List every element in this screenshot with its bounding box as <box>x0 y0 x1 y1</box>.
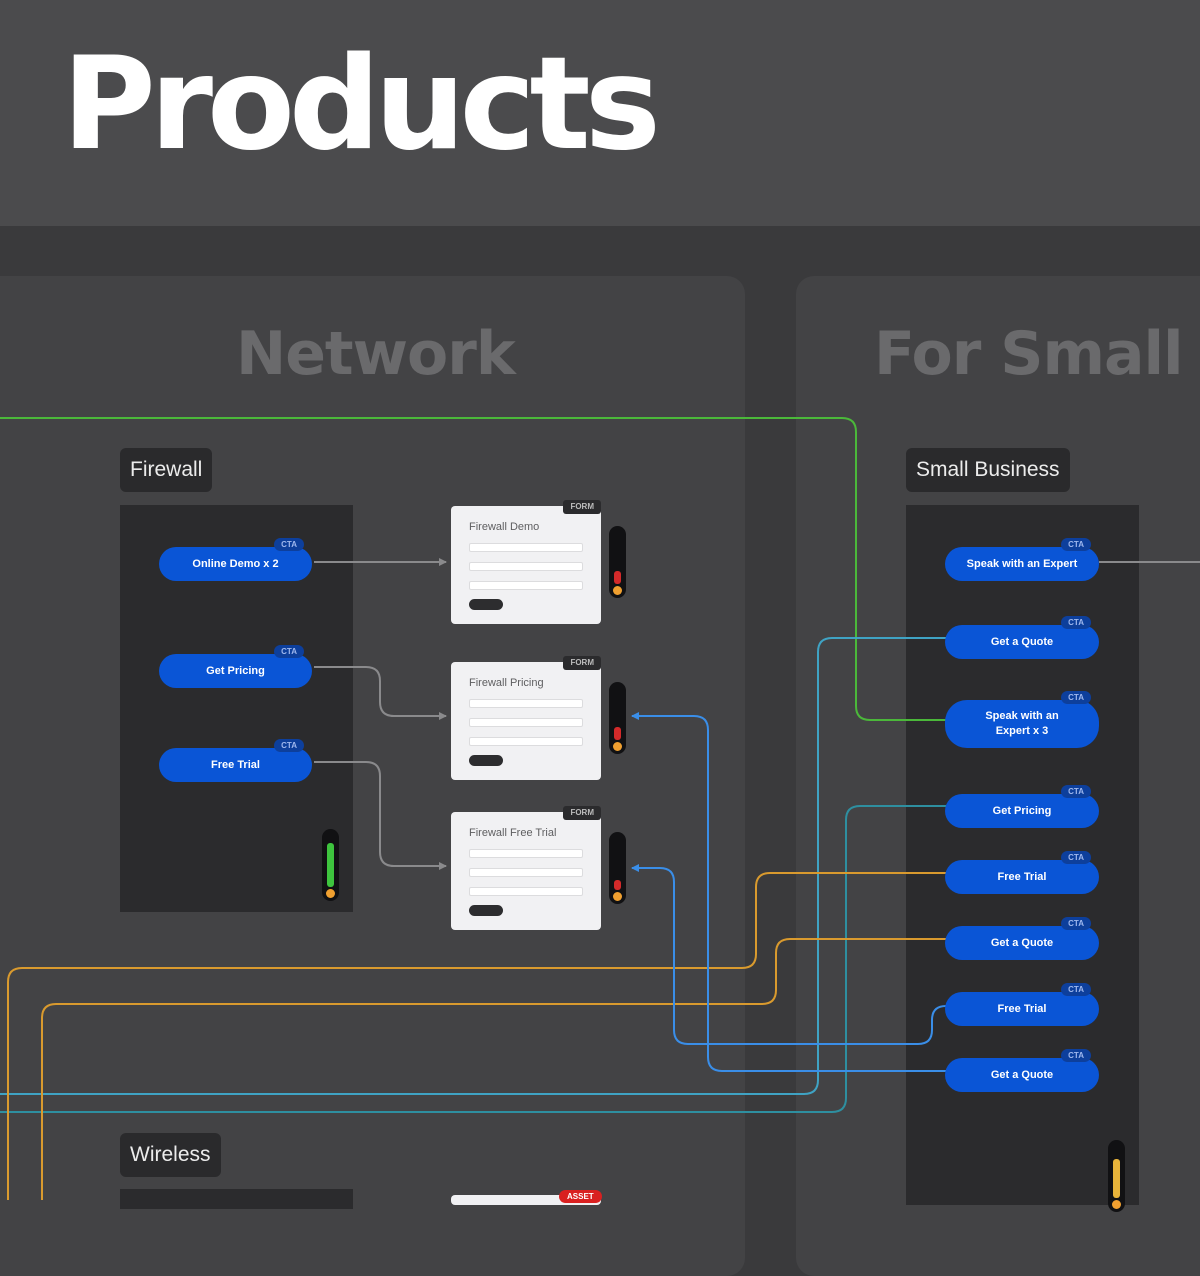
cta-tag: CTA <box>274 538 304 551</box>
section-title-network: Network <box>236 319 516 389</box>
form-title: Firewall Free Trial <box>469 827 557 839</box>
cta-tag: CTA <box>1061 851 1091 864</box>
cta-tag: CTA <box>1061 1049 1091 1062</box>
cta-free-trial[interactable]: Free Trial CTA <box>945 851 1099 894</box>
group-label-small-business: Small Business <box>906 448 1070 492</box>
gauge-fill <box>1113 1159 1120 1198</box>
group-label-wireless: Wireless <box>120 1133 221 1177</box>
connector-orange-inner <box>41 938 946 1200</box>
form-gauge <box>609 682 626 754</box>
cta-get-a-quote[interactable]: Get a Quote CTA <box>945 616 1099 659</box>
form-title: Firewall Pricing <box>469 677 544 689</box>
group-label-firewall: Firewall <box>120 448 213 492</box>
form-field <box>469 699 583 708</box>
cta-label: Free Trial <box>211 758 260 771</box>
gauge-indicator <box>326 889 335 898</box>
form-field <box>469 581 583 590</box>
cta-tag: CTA <box>1061 785 1091 798</box>
cta-label: Get a Quote <box>990 1068 1054 1081</box>
cta-tag: CTA <box>274 645 304 658</box>
cta-get-a-quote[interactable]: Get a Quote CTA <box>945 1049 1099 1092</box>
form-field <box>469 543 583 552</box>
cta-speak-with-expert[interactable]: Speak with an Expert CTA <box>945 538 1099 581</box>
cta-free-trial[interactable]: Free Trial CTA <box>159 739 312 782</box>
cta-label: Speak with an Expert x 3 <box>985 710 1059 737</box>
cta-label: Get a Quote <box>990 936 1054 949</box>
form-submit-button <box>469 599 503 610</box>
gauge-indicator <box>1112 1200 1121 1209</box>
form-tag: FORM <box>563 500 601 514</box>
gauge-indicator <box>613 586 622 595</box>
gauge-fill <box>614 571 621 584</box>
connector-cyan <box>0 637 946 1095</box>
cta-free-trial[interactable]: Free Trial CTA <box>945 983 1099 1026</box>
cta-tag: CTA <box>274 739 304 752</box>
cta-label: Free Trial <box>997 1002 1047 1015</box>
cta-label: Speak with an Expert <box>966 557 1078 570</box>
form-firewall-free-trial[interactable]: FORM Firewall Free Trial <box>451 806 601 930</box>
connector-layer <box>0 417 1200 1200</box>
form-field <box>469 718 583 727</box>
form-title: Firewall Demo <box>469 521 540 533</box>
cta-get-pricing[interactable]: Get Pricing CTA <box>159 645 312 688</box>
cta-label: Get Pricing <box>206 664 265 677</box>
connector-green <box>0 417 946 721</box>
cta-tag: CTA <box>1061 691 1091 704</box>
form-submit-button <box>469 755 503 766</box>
cta-label: Get Pricing <box>992 804 1052 817</box>
form-field <box>469 849 583 858</box>
connector-blue-pricing <box>631 712 946 1072</box>
connector-trial <box>314 761 447 870</box>
cta-get-pricing[interactable]: Get Pricing CTA <box>945 785 1099 828</box>
cta-tag: CTA <box>1061 983 1091 996</box>
form-gauge <box>609 526 626 598</box>
cta-label: Get a Quote <box>990 635 1054 648</box>
form-field <box>469 887 583 896</box>
cta-online-demo[interactable]: Online Demo x 2 CTA <box>159 538 312 581</box>
cta-label: Free Trial <box>997 870 1047 883</box>
connector-pricing <box>314 666 447 720</box>
section-title-small-business: For Small B <box>874 319 1200 389</box>
page-title: Products <box>62 30 661 179</box>
cta-tag: CTA <box>1061 538 1091 551</box>
cta-get-a-quote[interactable]: Get a Quote CTA <box>945 917 1099 960</box>
gauge-fill <box>614 880 621 890</box>
cta-label: Online Demo x 2 <box>192 557 279 570</box>
form-submit-button <box>469 905 503 916</box>
group-gauge-firewall <box>322 829 339 901</box>
cta-tag: CTA <box>1061 616 1091 629</box>
connector-blue-trial <box>631 864 947 1045</box>
cta-speak-with-expert-x3[interactable]: Speak with an Expert x 3 CTA <box>945 691 1099 748</box>
cta-tag: CTA <box>1061 917 1091 930</box>
gauge-indicator <box>613 742 622 751</box>
form-field <box>469 562 583 571</box>
form-tag: FORM <box>563 656 601 670</box>
gauge-fill <box>614 727 621 740</box>
form-firewall-pricing[interactable]: FORM Firewall Pricing <box>451 656 601 780</box>
connector-orange-outer <box>7 872 946 1200</box>
form-gauge <box>609 832 626 904</box>
gauge-fill <box>327 843 334 887</box>
group-gauge-small-business <box>1108 1140 1125 1212</box>
gauge-indicator <box>613 892 622 901</box>
page-header: Products <box>0 0 1200 226</box>
form-field <box>469 737 583 746</box>
form-tag: FORM <box>563 806 601 820</box>
asset-tag: ASSET <box>559 1190 602 1203</box>
form-firewall-demo[interactable]: FORM Firewall Demo <box>451 500 601 624</box>
connector-teal <box>0 805 946 1113</box>
form-field <box>469 868 583 877</box>
